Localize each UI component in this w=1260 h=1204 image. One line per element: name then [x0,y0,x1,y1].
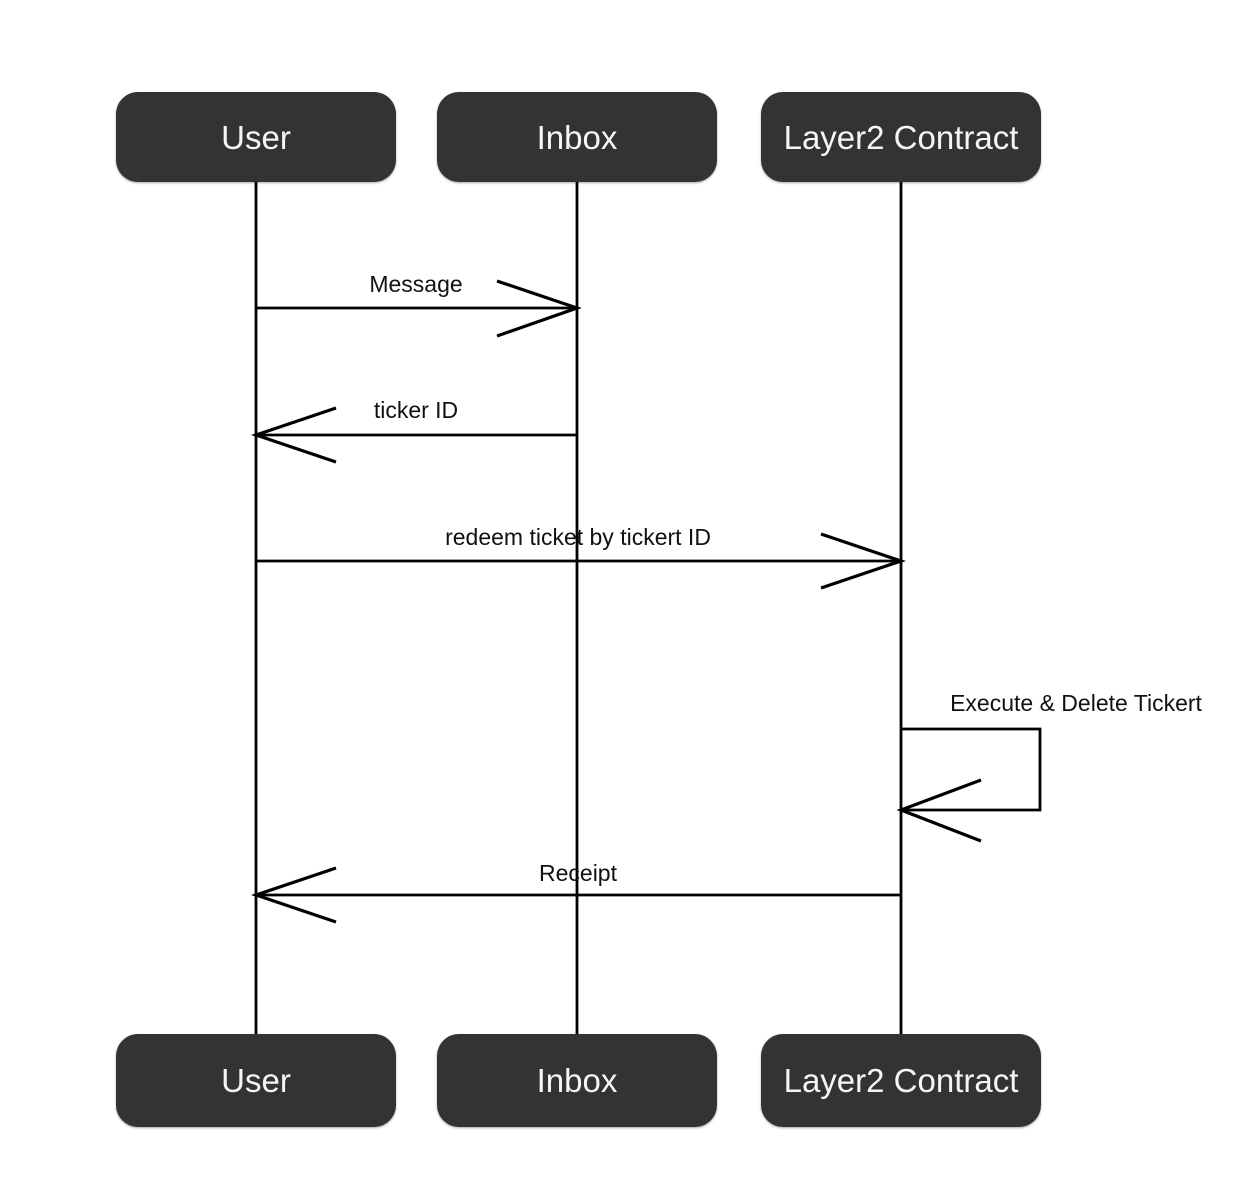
arrowhead-left-execute-delete [896,778,982,843]
arrowhead-right-message [496,279,582,338]
actor-box-inbox-bottom: Inbox [437,1034,717,1127]
message-label-message: Message [369,271,463,297]
message-label-receipt: Receipt [539,860,617,886]
actor-label-layer2-contract: Layer2 Contract [783,118,1019,156]
actor-label-layer2-contract: Layer2 Contract [783,1062,1019,1099]
message-label-ticker-id: ticker ID [373,397,459,423]
actor-label-inbox: Inbox [536,1062,618,1099]
message-label-execute-delete: Execute & Delete Tickert [950,690,1202,716]
actor-box-user-bottom: User [116,1034,396,1127]
arrowhead-left-ticker-id [250,406,337,464]
actor-label-user: User [221,1062,291,1099]
actor-box-layer2-contract-bottom: Layer2 Contract [761,1034,1041,1127]
actor-box-user-top: User [116,92,396,182]
self-loop-execute-delete [901,727,1042,812]
message-label-redeem-ticket: redeem ticket by tickert ID [445,524,711,550]
actor-label-inbox: Inbox [536,118,618,156]
arrowhead-left-receipt [250,866,337,924]
actor-box-layer2-contract-top: Layer2 Contract [761,92,1041,182]
arrowhead-right-redeem-ticket [820,532,907,590]
actor-box-inbox-top: Inbox [437,92,717,182]
actor-label-user: User [221,118,291,156]
